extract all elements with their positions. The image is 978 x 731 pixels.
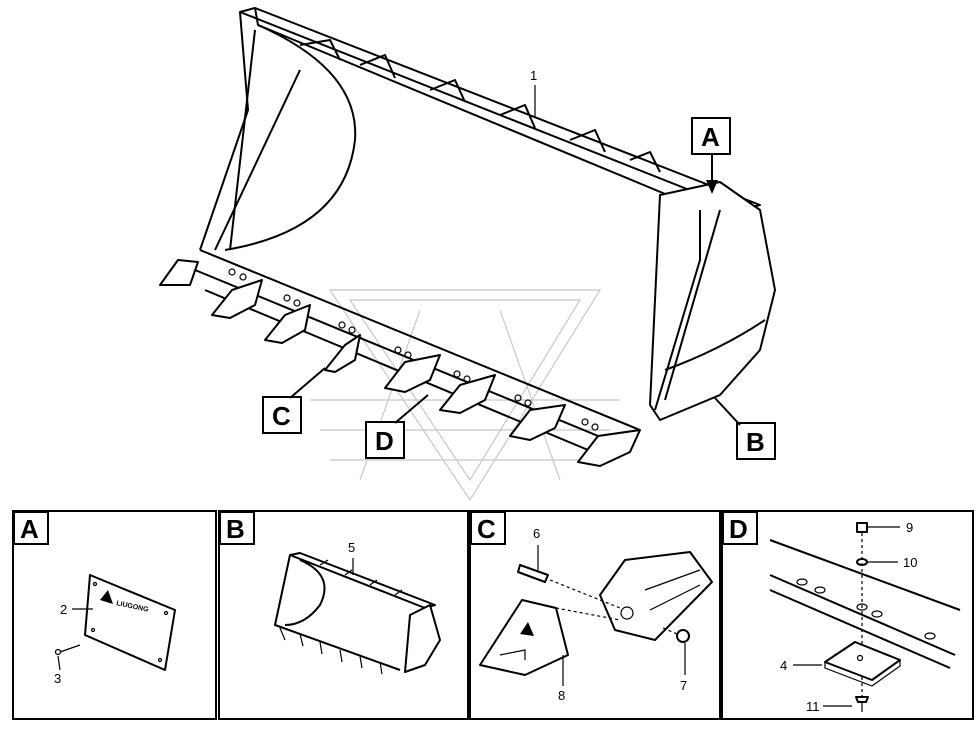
bucket-teeth bbox=[159, 259, 641, 467]
edge-bolts bbox=[228, 268, 599, 431]
marker-d: D bbox=[375, 426, 394, 456]
panel-c-title: C bbox=[477, 514, 496, 544]
panel-c: C 6 7 8 bbox=[469, 510, 721, 720]
marker-d-arrow bbox=[394, 394, 429, 424]
panel-d: D 9 10 4 11 bbox=[721, 510, 974, 720]
marker-b: B bbox=[746, 427, 765, 457]
retainer bbox=[676, 629, 690, 643]
callout-7: 7 bbox=[680, 678, 687, 693]
nut bbox=[856, 522, 868, 533]
callout-8: 8 bbox=[558, 688, 565, 703]
nameplate bbox=[84, 574, 176, 671]
panel-b: B 5 bbox=[218, 510, 469, 720]
marker-d-box bbox=[365, 421, 405, 459]
callout-4: 4 bbox=[780, 658, 787, 673]
panel-b-title: B bbox=[226, 514, 245, 544]
nameplate-logo-mark bbox=[100, 590, 113, 604]
callout-2: 2 bbox=[60, 602, 67, 617]
marker-c-box bbox=[262, 396, 302, 434]
callout-10: 10 bbox=[903, 555, 917, 570]
pin bbox=[517, 564, 549, 583]
tooth-tip bbox=[479, 599, 569, 676]
marker-c-arrow bbox=[289, 367, 326, 399]
marker-b-arrow bbox=[714, 397, 741, 426]
marker-b-box bbox=[736, 422, 776, 460]
callout-6: 6 bbox=[533, 526, 540, 541]
callout-11: 11 bbox=[806, 699, 820, 714]
small-bucket bbox=[289, 552, 436, 609]
bucket-main-drawing bbox=[159, 7, 776, 467]
cutting-edge bbox=[769, 539, 961, 611]
callout-9: 9 bbox=[906, 520, 913, 535]
panel-a: A LIUGONG 2 3 bbox=[12, 510, 217, 720]
rivet bbox=[54, 648, 62, 656]
panel-a-title: A bbox=[20, 514, 39, 544]
marker-a: A bbox=[701, 122, 720, 152]
callout-5: 5 bbox=[348, 540, 355, 555]
marker-c: C bbox=[272, 401, 291, 431]
bolt bbox=[855, 696, 869, 703]
tooth-adapter bbox=[599, 551, 713, 641]
panel-d-title: D bbox=[729, 514, 748, 544]
callout-1: 1 bbox=[530, 68, 537, 83]
marker-a-arrowhead bbox=[706, 180, 718, 194]
callout-3: 3 bbox=[54, 671, 61, 686]
